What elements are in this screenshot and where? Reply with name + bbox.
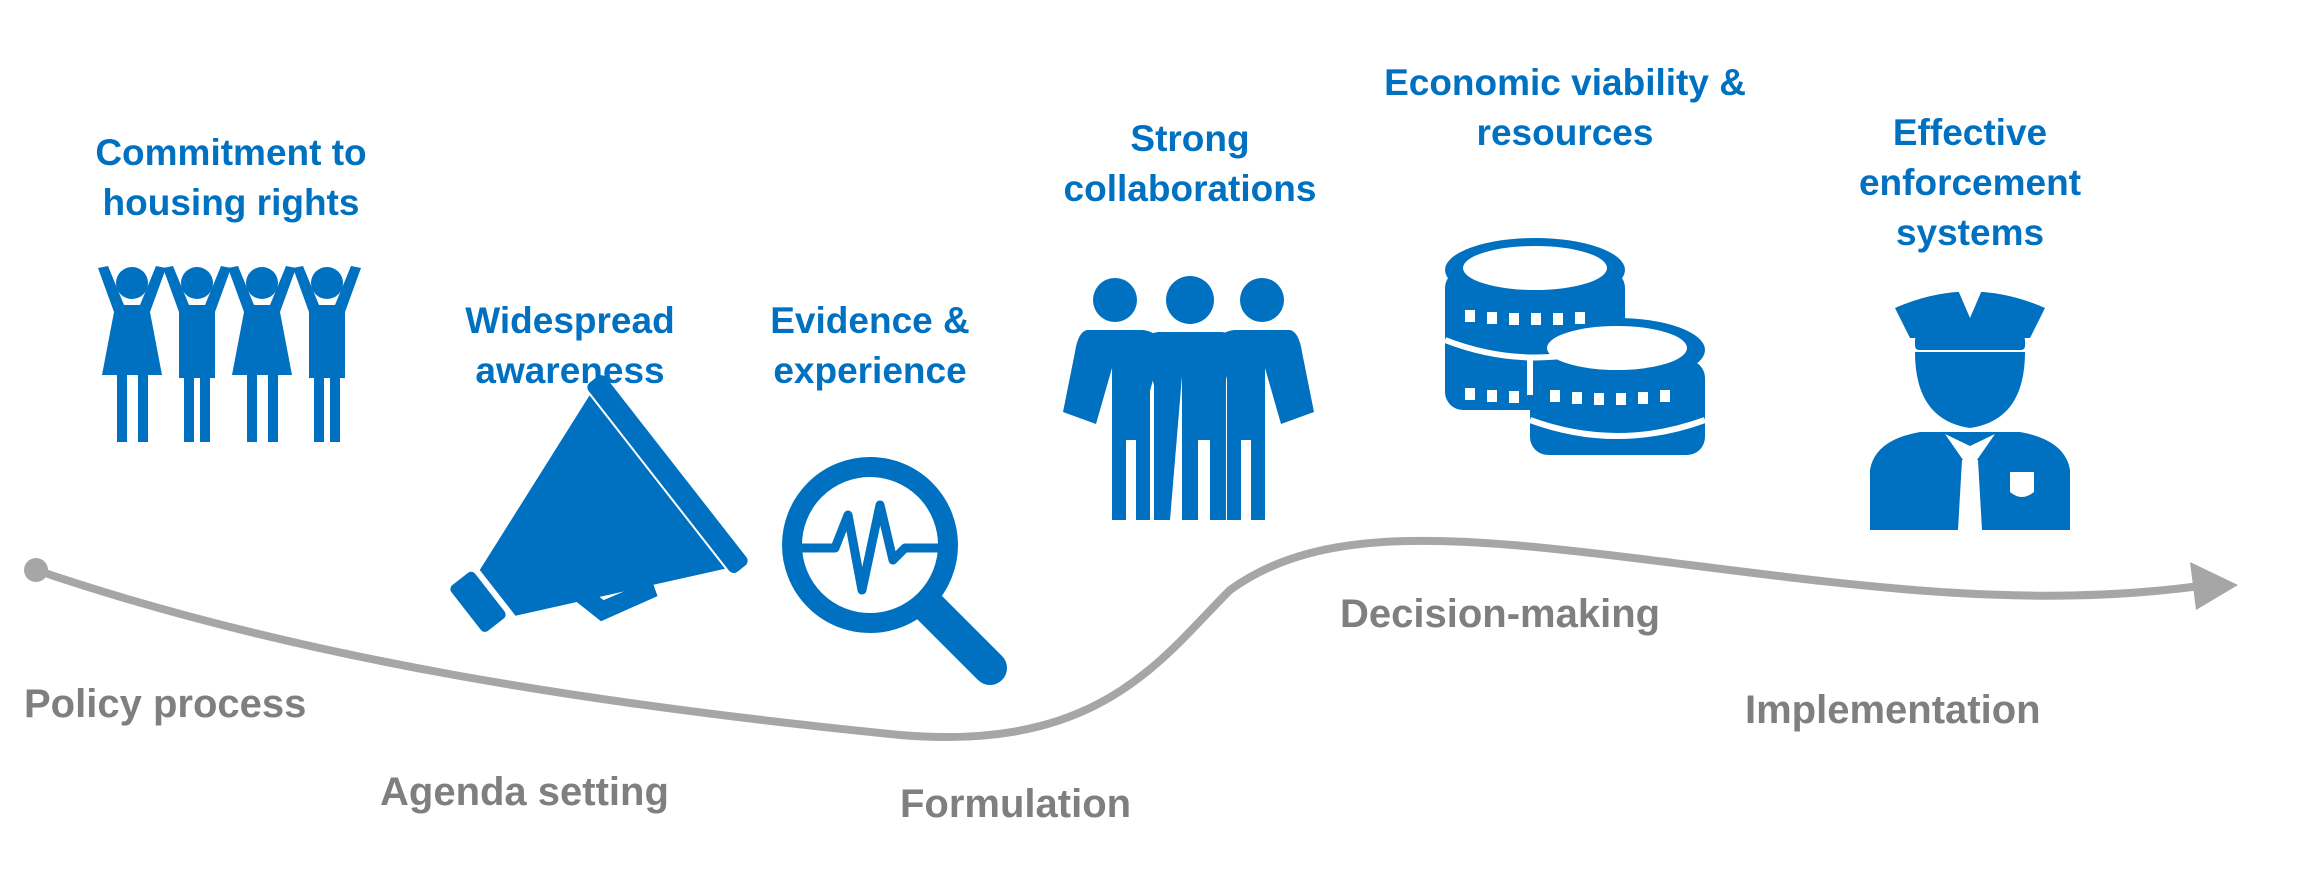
factor-line: Strong	[1130, 118, 1250, 159]
factor-line: Widespread	[465, 300, 675, 341]
factor-line: Economic viability &	[1384, 62, 1746, 103]
factor-line: enforcement	[1858, 162, 2082, 203]
factor-line: Evidence &	[770, 300, 970, 341]
magnifier-pulse-icon	[782, 457, 1007, 685]
stage-label-policy-process: Policy process	[24, 682, 307, 726]
factor-label-evidence: Evidence & experience	[760, 296, 980, 396]
factor-label-awareness: Widespread awareness	[452, 296, 688, 396]
factor-line: housing rights	[102, 182, 360, 223]
megaphone-icon	[450, 375, 748, 632]
police-officer-icon	[1870, 290, 2070, 530]
stage-label-formulation: Formulation	[900, 782, 1132, 826]
curve-arrowhead	[2190, 562, 2238, 610]
factor-label-economic: Economic viability & resources	[1375, 58, 1755, 158]
factor-line: awareness	[475, 350, 665, 391]
stage-label-implementation: Implementation	[1745, 688, 2041, 732]
factor-label-collaborations: Strong collaborations	[1050, 114, 1330, 214]
factor-line: resources	[1476, 112, 1654, 153]
coins-icon	[1443, 238, 1707, 455]
stage-label-agenda-setting: Agenda setting	[380, 770, 669, 814]
curve-start-dot	[24, 558, 48, 582]
factor-line: collaborations	[1063, 168, 1317, 209]
factor-label-enforcement: Effective enforcement systems	[1820, 108, 2120, 258]
process-curve	[24, 536, 2238, 742]
factor-line: systems	[1895, 212, 2045, 253]
factor-line: Commitment to	[95, 132, 367, 173]
stage-label-decision-making: Decision-making	[1340, 592, 1661, 636]
factor-line: Effective	[1892, 112, 2048, 153]
group-people-icon	[1063, 276, 1314, 520]
people-cheering-icon	[98, 266, 361, 442]
factor-line: experience	[773, 350, 967, 391]
factor-label-commitment: Commitment to housing rights	[86, 128, 376, 228]
